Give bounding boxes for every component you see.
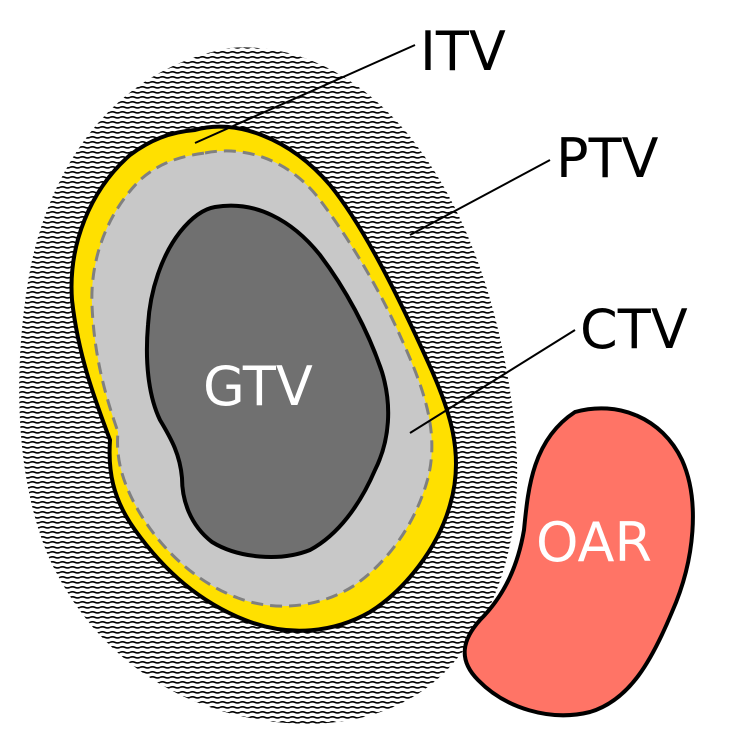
oar-region [462, 406, 695, 718]
gtv-region [144, 203, 391, 559]
itv-leader-line [194, 44, 416, 144]
ctv-label: CTV [580, 298, 688, 361]
gtv-label: GTV [203, 355, 313, 418]
ptv-label: PTV [556, 127, 659, 190]
ctv-leader-line [409, 329, 576, 434]
itv-label: ITV [420, 20, 506, 83]
ptv-leader-line [409, 159, 551, 236]
oar-label: OAR [536, 511, 652, 574]
